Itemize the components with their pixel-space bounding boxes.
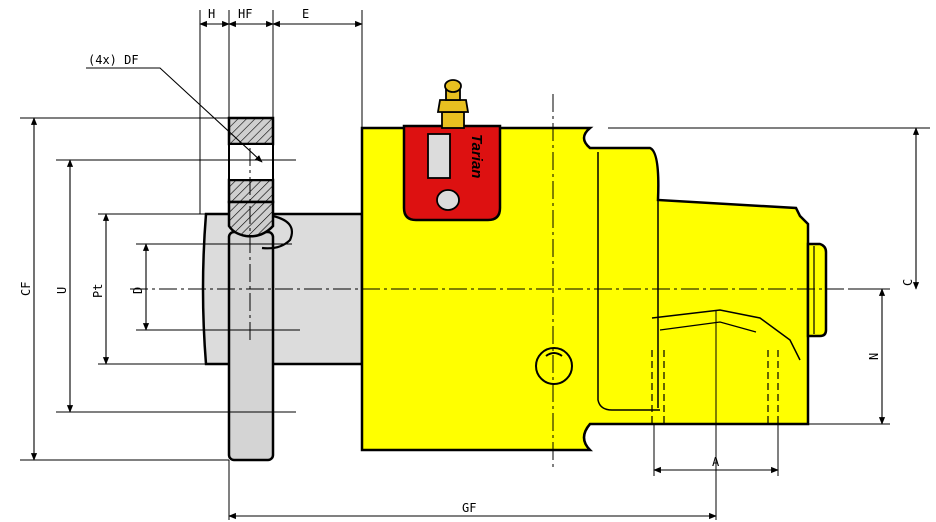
flange-hatched-bottom [227, 200, 275, 238]
dim-DF: (4x) DF [88, 53, 139, 67]
label-window [427, 133, 451, 179]
dim-C: C [901, 279, 915, 286]
dimension-lines [30, 20, 920, 520]
flange-lower [227, 230, 275, 462]
dim-GF: GF [462, 501, 476, 515]
label-rivet [436, 189, 460, 211]
dim-U: U [55, 287, 69, 294]
dim-N: N [867, 353, 881, 360]
grease-nipple [436, 79, 470, 129]
side-port [535, 347, 574, 385]
end-cap [806, 242, 828, 338]
dim-D: D [131, 287, 145, 294]
body-contour-lower [651, 309, 801, 361]
dim-CF: CF [19, 282, 33, 296]
dim-H: H [208, 7, 215, 21]
dim-A: A [712, 455, 720, 469]
flange-collar [261, 214, 294, 250]
dim-Pt: Pt [91, 284, 105, 298]
side-port-notch [545, 352, 563, 357]
flange-hole [228, 143, 274, 181]
flange-hatched-top [227, 116, 275, 146]
brand-logo-text: Tarian [468, 134, 485, 178]
body-step-inner [597, 152, 660, 411]
dim-E: E [302, 7, 309, 21]
hidden-lines [651, 350, 779, 424]
flange-hatched-mid [227, 178, 275, 204]
dim-HF: HF [238, 7, 252, 21]
body-contour-lower-2 [659, 321, 757, 333]
